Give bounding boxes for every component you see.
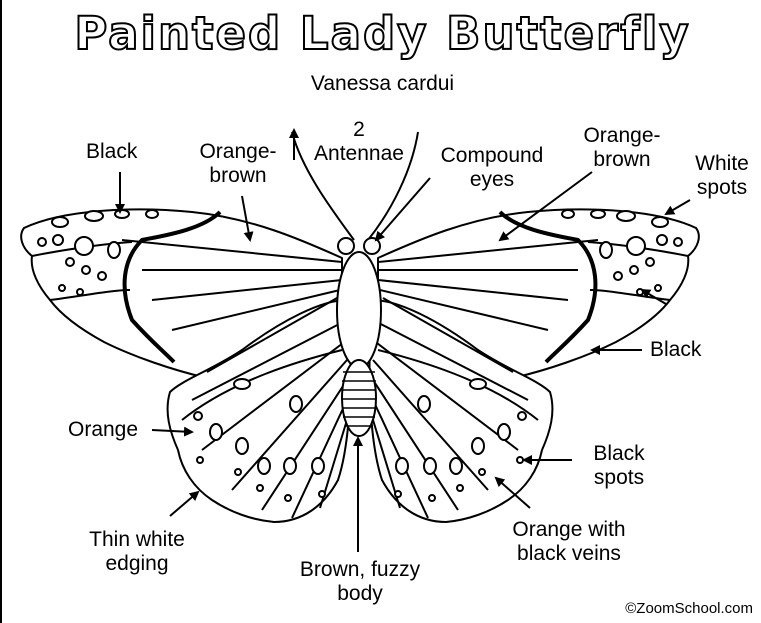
label-orange: Orange [68,418,138,442]
label-line: Antennae [302,142,416,166]
label-line: Orange- [574,124,670,148]
label-line: body [290,582,430,606]
label-white-spots: White spots [688,152,756,200]
label-line: spots [576,466,662,490]
label-antennae: 2 Antennae [302,118,416,166]
label-orange-brown-right: Orange- brown [574,124,670,172]
label-line: 2 [302,118,416,142]
label-black-forewing-tip: Black [86,140,137,164]
label-compound-eyes: Compound eyes [422,144,562,192]
label-line: Brown, fuzzy [290,558,430,582]
label-black-spots: Black spots [576,442,662,490]
label-line: black veins [494,542,644,566]
copyright-credit: ©ZoomSchool.com [625,600,753,617]
label-orange-black-veins: Orange with black veins [494,518,644,566]
label-orange-brown-left: Orange- brown [188,140,288,188]
label-line: White [688,152,756,176]
label-line: Compound [422,144,562,168]
label-line: eyes [422,168,562,192]
label-line: Thin white [72,528,202,552]
label-line: Orange- [188,140,288,164]
label-line: Black [576,442,662,466]
label-thin-white-edging: Thin white edging [72,528,202,576]
label-line: spots [688,176,756,200]
label-black-right: Black [650,338,701,362]
label-body: Brown, fuzzy body [290,558,430,606]
label-line: brown [574,148,670,172]
label-line: Orange with [494,518,644,542]
diagram-subtitle: Vanessa cardui [2,72,761,96]
diagram-title: Painted Lady Butterfly [2,8,761,60]
label-line: brown [188,164,288,188]
label-line: edging [72,552,202,576]
